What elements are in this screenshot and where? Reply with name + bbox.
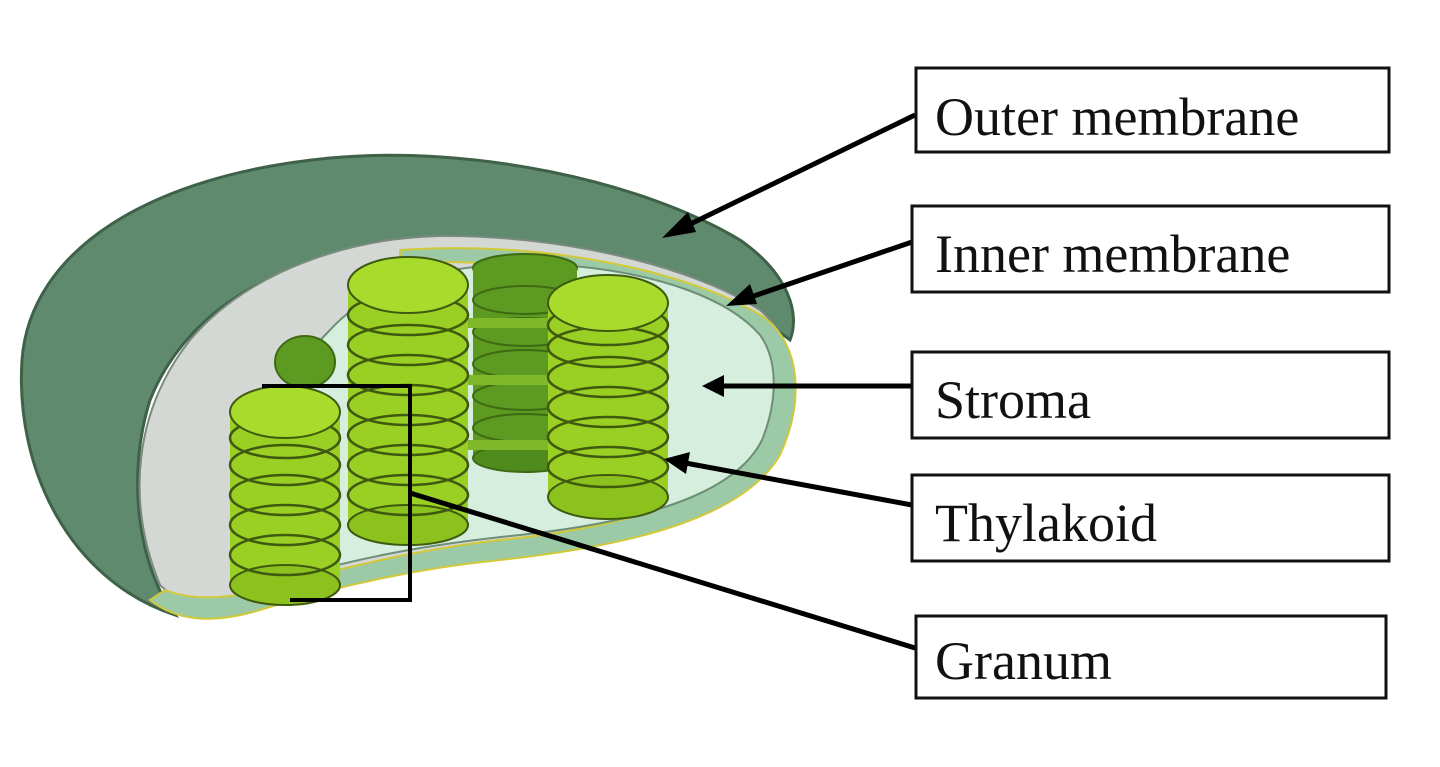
thylakoid-label: Thylakoid xyxy=(935,493,1157,553)
label-granum: Granum xyxy=(914,614,1388,700)
granum-stack-right xyxy=(546,274,670,520)
granum-stack-left xyxy=(228,385,342,606)
label-stroma: Stroma xyxy=(910,350,1391,440)
label-thylakoid: Thylakoid xyxy=(910,473,1391,563)
leader-lines xyxy=(409,112,917,651)
granum-label: Granum xyxy=(935,631,1112,691)
outer-membrane-label: Outer membrane xyxy=(935,87,1299,147)
inner-membrane-label: Inner membrane xyxy=(935,224,1290,284)
outer-membrane-shape xyxy=(19,153,795,618)
label-inner-membrane: Inner membrane xyxy=(910,204,1391,294)
stroma-label: Stroma xyxy=(935,370,1091,430)
label-outer-membrane: Outer membrane xyxy=(914,66,1391,154)
